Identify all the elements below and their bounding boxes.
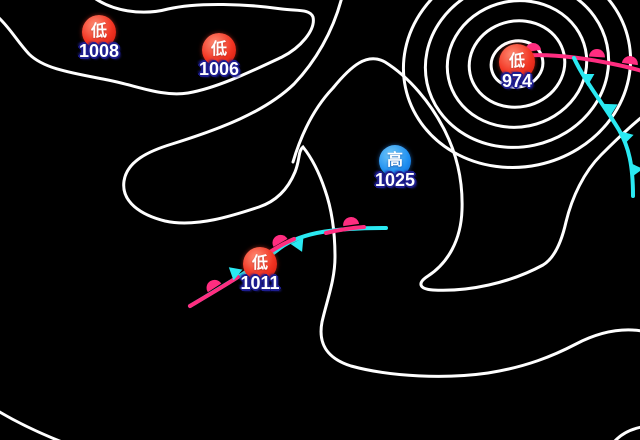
pressure-rings-group	[401, 0, 633, 169]
warm-front-semicircle-icon	[272, 234, 288, 247]
cold-front-triangle-icon	[620, 131, 634, 145]
cold-front-triangle-icon	[630, 163, 640, 177]
pressure-ring-1	[489, 39, 545, 89]
pressure-ring-4	[423, 0, 611, 149]
pressure-type-symbol: 低	[90, 23, 107, 40]
low-pressure-circle-icon: 低	[499, 44, 535, 80]
pressure-value-label: 1025	[374, 170, 416, 190]
cold-front-triangle-icon	[228, 267, 243, 281]
high-pressure-circle-icon: 高	[379, 145, 411, 177]
warm-front-semicircle-icon	[621, 55, 638, 66]
low-pressure-circle-icon: 低	[243, 247, 277, 281]
pressure-type-symbol: 高	[386, 152, 403, 169]
occluded-front-1011-warm-seg1-line	[188, 275, 240, 308]
low-pressure-circle-icon: 低	[202, 33, 236, 67]
low-pressure-circle-icon: 低	[82, 15, 116, 49]
isobar-bottom-right-corner	[613, 425, 640, 440]
cold-front-triangle-icon	[290, 238, 304, 252]
isobar-top-left-hairpin	[0, 0, 315, 96]
pressure-value-label: 1006	[198, 59, 240, 79]
isobar-ridge-and-trough	[291, 57, 640, 292]
pressure-type-symbol: 低	[508, 53, 525, 70]
pressure-value-label: 1008	[78, 41, 120, 61]
occluded-front-1011-warm-seg3-line	[324, 225, 366, 235]
pressure-value-label: 974	[501, 71, 533, 91]
cold-front-triangle-icon	[603, 103, 618, 117]
pressure-ring-5	[401, 0, 633, 169]
warm-front-974-line	[510, 53, 640, 73]
pressure-ring-3	[445, 0, 589, 129]
cold-front-triangle-icon	[580, 73, 595, 87]
warm-front-semicircle-icon	[588, 49, 605, 58]
pressure-value-label: 1011	[240, 273, 280, 293]
isobar-bottom-left	[0, 410, 62, 440]
front-symbols-group	[206, 42, 640, 293]
pressure-ring-2	[467, 19, 567, 109]
pressure-type-symbol: 低	[210, 41, 227, 58]
warm-front-semicircle-icon	[206, 279, 222, 293]
warm-front-semicircle-icon	[343, 216, 360, 227]
isobar-grand-s-curve	[122, 0, 640, 378]
pressure-type-symbol: 低	[251, 255, 268, 272]
